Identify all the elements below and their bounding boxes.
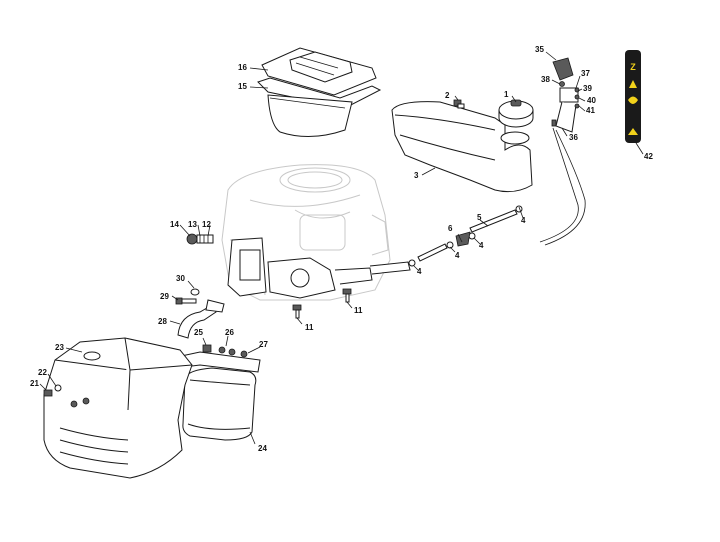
callout-42: 42 [644, 152, 653, 161]
callout-labels: 1 2 3 4 4 4 4 5 6 11 11 12 13 14 15 16 2… [30, 45, 653, 453]
fuel-tank [391, 101, 533, 193]
callout-25: 25 [194, 328, 203, 337]
callout-21: 21 [30, 379, 39, 388]
exhaust-pipe [177, 299, 225, 339]
muffler-guard [43, 337, 193, 479]
callout-26: 26 [225, 328, 234, 337]
screws-21-22 [43, 384, 90, 408]
callout-11b: 11 [354, 306, 363, 315]
engine-block [221, 164, 391, 301]
callout-36: 36 [569, 133, 578, 142]
callout-5: 5 [477, 213, 482, 222]
callout-39: 39 [583, 84, 592, 93]
callout-35: 35 [535, 45, 544, 54]
callout-2: 2 [445, 91, 450, 100]
muffler [182, 367, 257, 441]
callout-40: 40 [587, 96, 596, 105]
callout-11a: 11 [305, 323, 314, 332]
callout-22: 22 [38, 368, 47, 377]
callout-3: 3 [414, 171, 419, 180]
callout-37: 37 [581, 69, 590, 78]
bolt-29 [175, 288, 200, 305]
air-filter-base [257, 77, 382, 138]
callout-27: 27 [259, 340, 268, 349]
callout-13: 13 [188, 220, 197, 229]
svg-text:Z: Z [630, 62, 636, 72]
callout-30: 30 [176, 274, 185, 283]
leader-lines [39, 51, 644, 445]
callout-1: 1 [504, 90, 509, 99]
callout-14: 14 [170, 220, 179, 229]
throttle-decal: Z [625, 50, 641, 143]
callout-28: 28 [158, 317, 167, 326]
throttle-assembly [539, 57, 586, 246]
callout-29: 29 [160, 292, 169, 301]
callout-15: 15 [238, 82, 247, 91]
callout-23: 23 [55, 343, 64, 352]
air-filter-cover [261, 47, 377, 96]
fuel-cap [498, 99, 534, 128]
callout-16: 16 [238, 63, 247, 72]
callout-12: 12 [202, 220, 211, 229]
callout-4b: 4 [479, 241, 484, 250]
callout-41: 41 [586, 106, 595, 115]
callout-38: 38 [541, 75, 550, 84]
callout-24: 24 [258, 444, 267, 453]
callout-4c: 4 [455, 251, 460, 260]
fuel-lines [408, 205, 523, 267]
callout-4d: 4 [417, 267, 422, 276]
callout-6: 6 [448, 224, 453, 233]
carburetor-area [227, 237, 411, 299]
callout-4a: 4 [521, 216, 526, 225]
fuel-fitting [186, 233, 214, 245]
